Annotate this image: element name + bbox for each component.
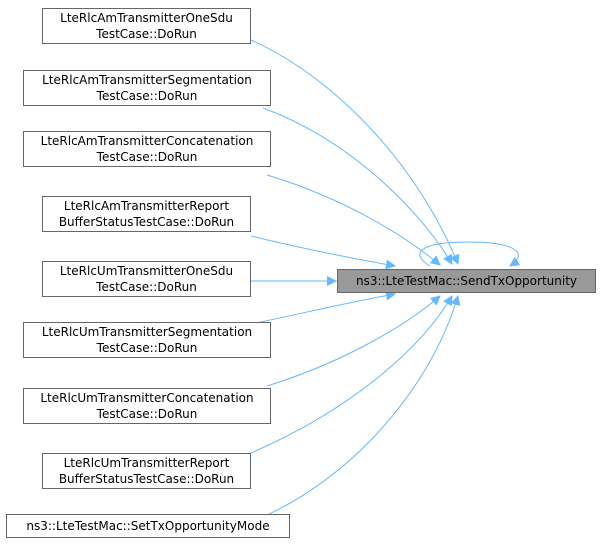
edge-caller-9	[257, 295, 461, 520]
caller-node-5-line1: LteRlcUmTransmitterOneSdu	[59, 264, 234, 278]
edge-self-loop	[419, 241, 521, 267]
caller-node-9-line1: ns3::LteTestMac::SetTxOpportunityMode	[26, 519, 270, 533]
caller-node-6-line2: TestCase::DoRun	[96, 341, 198, 355]
caller-node-8-line2: BufferStatusTestCase::DoRun	[58, 472, 235, 486]
caller-node-5[interactable]: LteRlcUmTransmitterOneSdu TestCase::DoRu…	[42, 261, 251, 297]
edge-caller-6	[250, 290, 396, 325]
caller-node-3[interactable]: LteRlcAmTransmitterConcatenation TestCas…	[23, 131, 271, 167]
caller-node-2-line1: LteRlcAmTransmitterSegmentation	[42, 73, 252, 87]
edge-caller-8	[250, 295, 453, 454]
edge-caller-7	[266, 295, 441, 387]
caller-node-1-line1: LteRlcAmTransmitterOneSdu	[60, 11, 233, 25]
caller-node-2[interactable]: LteRlcAmTransmitterSegmentation TestCase…	[23, 70, 271, 106]
caller-node-8[interactable]: LteRlcUmTransmitterReport BufferStatusTe…	[42, 453, 251, 489]
caller-node-6-line1: LteRlcUmTransmitterSegmentation	[41, 325, 253, 339]
edge-caller-4	[250, 235, 396, 270]
edge-caller-3	[266, 174, 441, 266]
caller-node-7-line1: LteRlcUmTransmitterConcatenation	[40, 391, 254, 405]
caller-node-2-line2: TestCase::DoRun	[96, 89, 198, 103]
caller-node-1[interactable]: LteRlcAmTransmitterOneSdu TestCase::DoRu…	[42, 8, 251, 44]
edge-caller-2	[262, 107, 453, 265]
caller-node-6[interactable]: LteRlcUmTransmitterSegmentation TestCase…	[23, 322, 271, 358]
caller-node-4[interactable]: LteRlcAmTransmitterReport BufferStatusTe…	[42, 196, 251, 232]
caller-node-4-line2: BufferStatusTestCase::DoRun	[58, 215, 235, 229]
caller-node-7[interactable]: LteRlcUmTransmitterConcatenation TestCas…	[23, 388, 271, 424]
target-node[interactable]: ns3::LteTestMac::SendTxOpportunity	[337, 269, 596, 293]
caller-node-5-line2: TestCase::DoRun	[96, 280, 197, 294]
caller-node-3-line1: LteRlcAmTransmitterConcatenation	[40, 134, 254, 148]
caller-node-1-line2: TestCase::DoRun	[96, 27, 197, 41]
caller-node-4-line1: LteRlcAmTransmitterReport	[63, 199, 230, 213]
caller-node-7-line2: TestCase::DoRun	[96, 407, 198, 421]
caller-node-3-line2: TestCase::DoRun	[96, 150, 198, 164]
edge-caller-1	[250, 39, 460, 265]
caller-node-8-line1: LteRlcUmTransmitterReport	[63, 456, 230, 470]
caller-node-9[interactable]: ns3::LteTestMac::SetTxOpportunityMode	[6, 514, 290, 538]
target-node-label: ns3::LteTestMac::SendTxOpportunity	[355, 274, 578, 288]
